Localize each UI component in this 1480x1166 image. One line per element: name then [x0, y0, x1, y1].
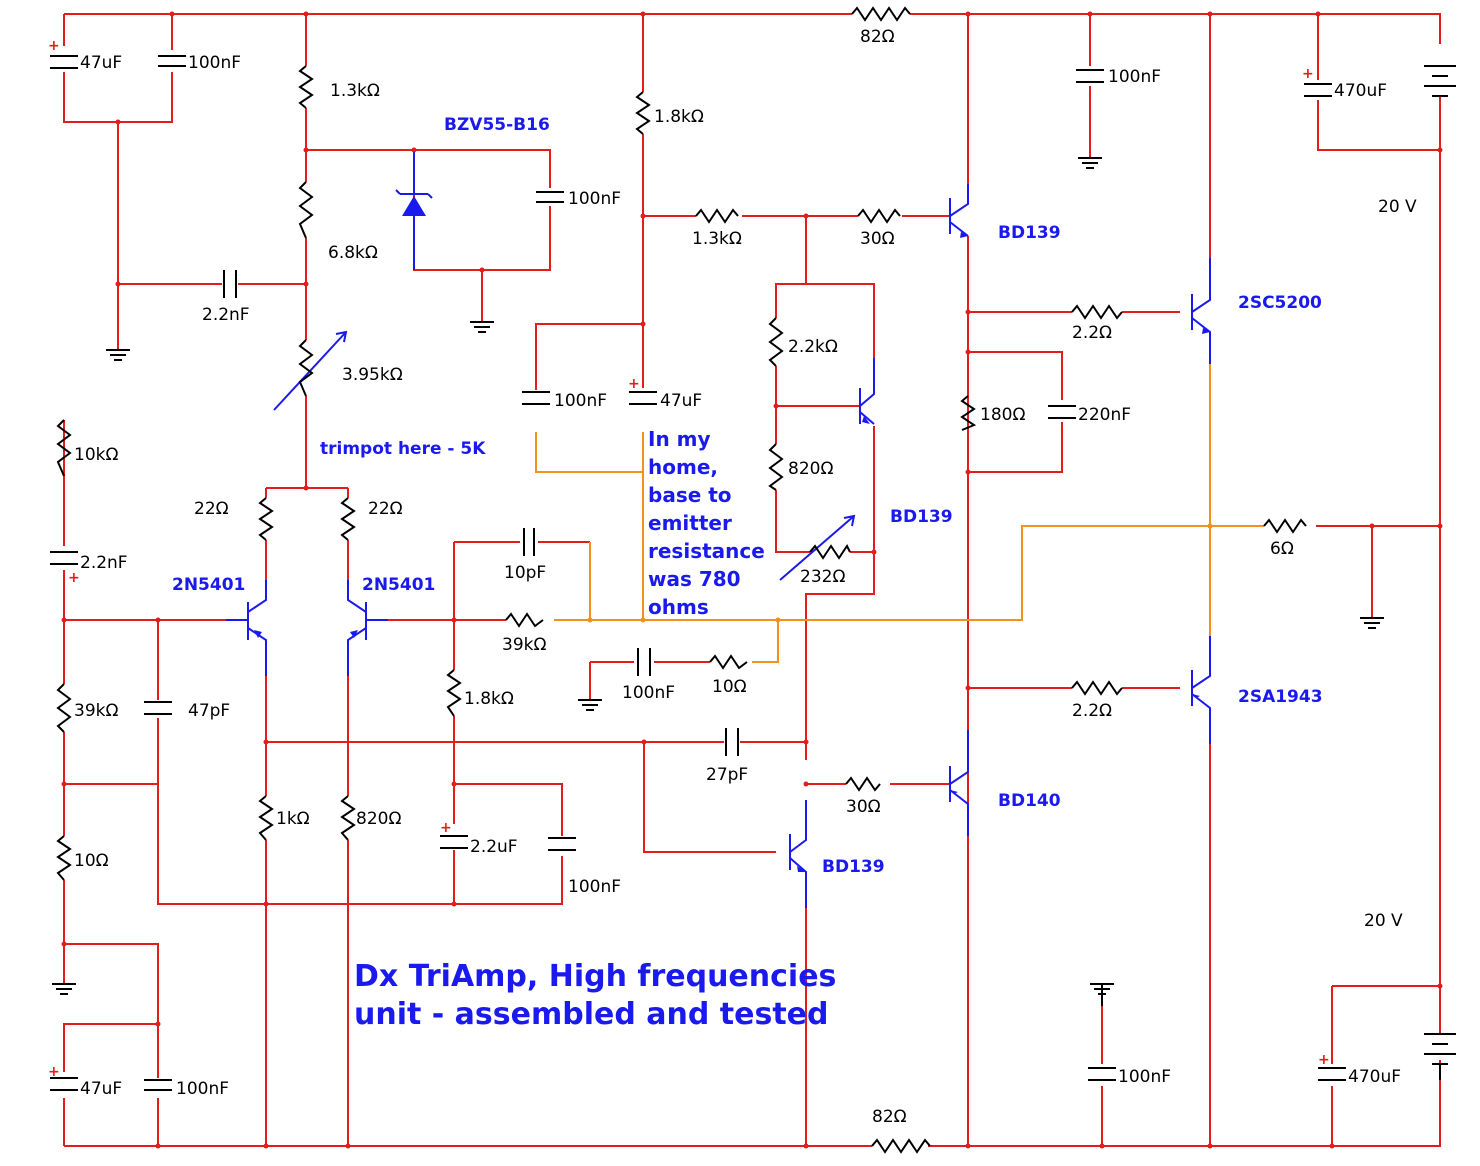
label-zener: BZV55-B16 [444, 115, 550, 135]
label-r-30-b: 30Ω [846, 797, 881, 817]
svg-text:+: + [68, 570, 80, 586]
label-q-2n5401-a: 2N5401 [172, 575, 245, 595]
label-c-27p: 27pF [706, 765, 748, 785]
battery-bottom-icon [1424, 1033, 1456, 1080]
label-c-100n-bl: 100nF [176, 1079, 229, 1099]
note-line: emitter [648, 511, 732, 535]
svg-text:+: + [48, 38, 60, 54]
label-r-6k8: 6.8kΩ [328, 243, 378, 263]
label-r-82-top: 82Ω [860, 27, 895, 47]
label-r-1k3-a: 1.3kΩ [330, 81, 380, 101]
svg-text:+: + [48, 1064, 60, 1080]
label-c-100n-br: 100nF [1118, 1067, 1171, 1087]
junction-dots [61, 11, 1443, 1149]
label-r-6: 6Ω [1270, 539, 1294, 559]
label-r-30-a: 30Ω [860, 229, 895, 249]
label-r-22-a: 22Ω [194, 499, 229, 519]
label-r-1k3-b: 1.3kΩ [692, 229, 742, 249]
label-r-39k-a: 39kΩ [502, 635, 546, 655]
capacitors [50, 55, 1346, 1091]
label-r-82-bot: 82Ω [872, 1107, 907, 1127]
svg-text:+: + [628, 376, 640, 392]
label-r-180: 180Ω [980, 405, 1025, 425]
label-q-bd140: BD140 [998, 791, 1061, 811]
label-c-100n-m: 100nF [554, 391, 607, 411]
label-r-2k2: 2.2kΩ [788, 337, 838, 357]
svg-text:+: + [1302, 66, 1314, 82]
note-line: home, [648, 455, 718, 479]
label-c-10p: 10pF [504, 563, 546, 583]
title-line: unit - assembled and tested [354, 997, 829, 1032]
polarity-marks: + + + + + + + [48, 38, 1330, 1080]
label-r-2r2-b: 2.2Ω [1072, 701, 1112, 721]
label-r-232: 232Ω [800, 567, 845, 587]
label-c-2u2: 2.2uF [470, 837, 518, 857]
label-r-10-b: 10Ω [74, 851, 109, 871]
note-line: base to [648, 483, 732, 507]
label-c-470u-top: 470uF [1334, 81, 1387, 101]
red-wires [63, 13, 1441, 1147]
label-c-100n-n: 100nF [622, 683, 675, 703]
label-c-47u-bl: 47uF [80, 1079, 122, 1099]
label-c-47u-m: 47uF [660, 391, 702, 411]
label-c-100n-tr: 100nF [1108, 67, 1161, 87]
label-c-2n2-b: 2.2nF [80, 553, 128, 573]
label-c-47p: 47pF [188, 701, 230, 721]
note-line: ohms [648, 595, 709, 619]
label-r-2r2-a: 2.2Ω [1072, 323, 1112, 343]
svg-text:+: + [1318, 1052, 1330, 1068]
label-r-10k: 10kΩ [74, 445, 118, 465]
label-q-bd139-a: BD139 [998, 223, 1061, 243]
title-line: Dx TriAmp, High frequencies [354, 959, 836, 994]
label-r-22-b: 22Ω [368, 499, 403, 519]
diagram-title: Dx TriAmp, High frequencies unit - assem… [354, 959, 836, 1032]
orange-wires [535, 364, 1264, 663]
resistors [56, 6, 1307, 1154]
svg-text:+: + [440, 820, 452, 836]
label-c-100n-b: 100nF [568, 877, 621, 897]
label-r-820-a: 820Ω [788, 459, 833, 479]
orange-junction-dots [587, 523, 1213, 623]
battery-top-icon [1424, 65, 1456, 97]
label-c-220n: 220nF [1078, 405, 1131, 425]
label-r-3k95: 3.95kΩ [342, 365, 403, 385]
label-r-39k-b: 39kΩ [74, 701, 118, 721]
note-line: In my [648, 427, 711, 451]
label-c-2n2-a: 2.2nF [202, 305, 250, 325]
trimpot-note: trimpot here - 5K [320, 439, 486, 459]
note-line: was 780 [648, 567, 741, 591]
base-emitter-note: In my home, base to emitter resistance w… [648, 427, 765, 619]
label-q-2n5401-b: 2N5401 [362, 575, 435, 595]
label-c-100n-tl: 100nF [188, 53, 241, 73]
label-c-47u-tl: 47uF [80, 53, 122, 73]
transistor-emitter-arrows [254, 232, 1210, 872]
label-q-2sc5200: 2SC5200 [1238, 293, 1322, 313]
label-r-1k8-b: 1.8kΩ [464, 689, 514, 709]
label-supply-bottom: 20 V [1364, 911, 1403, 931]
label-r-1k8-a: 1.8kΩ [654, 107, 704, 127]
label-c-100n-z: 100nF [568, 189, 621, 209]
label-r-820-b: 820Ω [356, 809, 401, 829]
label-c-470u-bot: 470uF [1348, 1067, 1401, 1087]
label-q-bd139-c: BD139 [822, 857, 885, 877]
label-r-10-a: 10Ω [712, 677, 747, 697]
ground-symbols [52, 157, 1384, 1006]
label-r-1k: 1kΩ [276, 809, 310, 829]
zener-diode-icon [395, 150, 433, 270]
label-q-bd139-b: BD139 [890, 507, 953, 527]
label-q-2sa1943: 2SA1943 [1238, 687, 1323, 707]
note-line: resistance [648, 539, 765, 563]
label-supply-top: 20 V [1378, 197, 1417, 217]
